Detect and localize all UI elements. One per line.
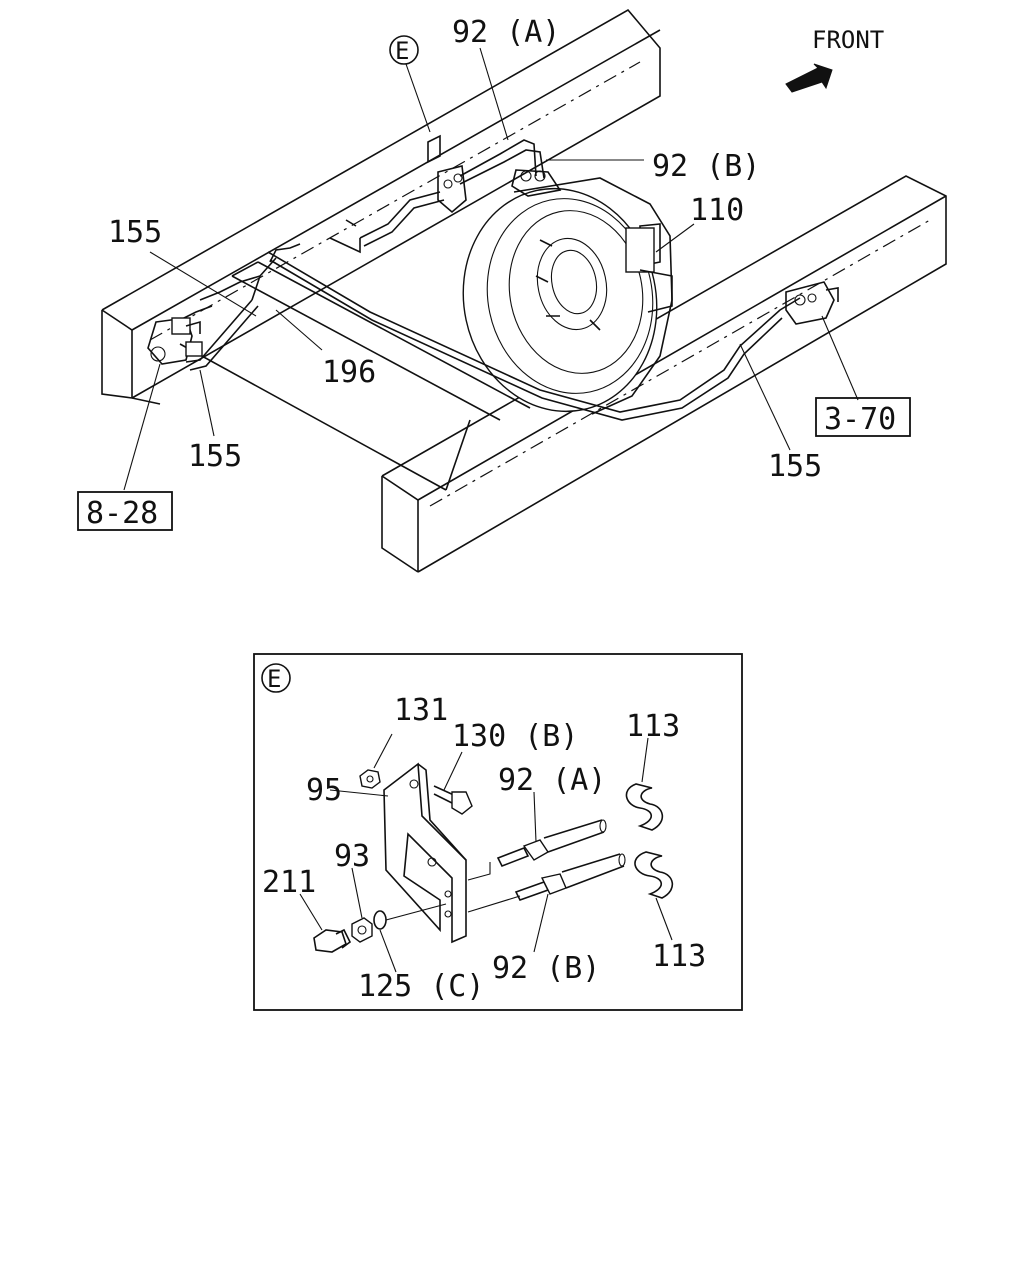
label-92a-detail: 92 (A): [498, 763, 606, 798]
label-211: 211: [262, 865, 316, 900]
label-92a: 92 (A): [452, 15, 560, 50]
clip-113-bottom: [634, 851, 674, 899]
callout-e: E: [389, 35, 419, 65]
label-92b: 92 (B): [652, 149, 760, 184]
cross-member: [179, 219, 531, 491]
label-110: 110: [690, 193, 744, 228]
label-196: 196: [322, 355, 376, 390]
clip-113-top: [625, 783, 664, 831]
callout-e-label: E: [395, 37, 409, 65]
nut-93: [351, 917, 373, 943]
label-130b: 130 (B): [452, 719, 578, 754]
label-155-right: 155: [768, 449, 822, 484]
right-connector: [785, 281, 839, 325]
fitting-92b: [514, 853, 626, 901]
rear-frame-rail: [101, 8, 661, 405]
label-113-top: 113: [626, 709, 680, 744]
detail-leader-lines: [299, 733, 673, 973]
ref-box-8-28[interactable]: 8-28: [77, 491, 173, 531]
front-arrow-icon: [785, 63, 833, 93]
detail-e-callout: E: [261, 663, 291, 693]
label-131: 131: [394, 693, 448, 728]
ref-box-3-70[interactable]: 3-70: [815, 397, 911, 437]
nut-131: [359, 769, 381, 789]
label-95: 95: [306, 773, 342, 808]
fitting-92a: [496, 819, 607, 868]
detail-e: E: [253, 653, 743, 1011]
label-93: 93: [334, 839, 370, 874]
washer-125c: [373, 910, 387, 930]
ref-8-28-label: 8-28: [86, 496, 158, 531]
bolt-130b: [433, 785, 473, 815]
detail-e-title: E: [267, 665, 281, 693]
label-155-top: 155: [108, 215, 162, 250]
brake-pipes: [179, 139, 801, 421]
label-92b-detail: 92 (B): [492, 951, 600, 986]
left-valve-block: [147, 317, 203, 365]
front-label: FRONT: [812, 26, 884, 54]
ref-3-70-label: 3-70: [824, 402, 896, 437]
upper-leader-lines: [123, 47, 859, 491]
brake-booster: [462, 177, 673, 415]
bracket-95: [383, 762, 467, 944]
label-125c: 125 (C): [358, 969, 484, 1004]
label-113-bottom: 113: [652, 939, 706, 974]
upper-assembly: FRONT: [77, 8, 947, 573]
front-frame-rail: [381, 175, 947, 573]
label-155-lower-left: 155: [188, 439, 242, 474]
fitting-211: [313, 928, 352, 953]
